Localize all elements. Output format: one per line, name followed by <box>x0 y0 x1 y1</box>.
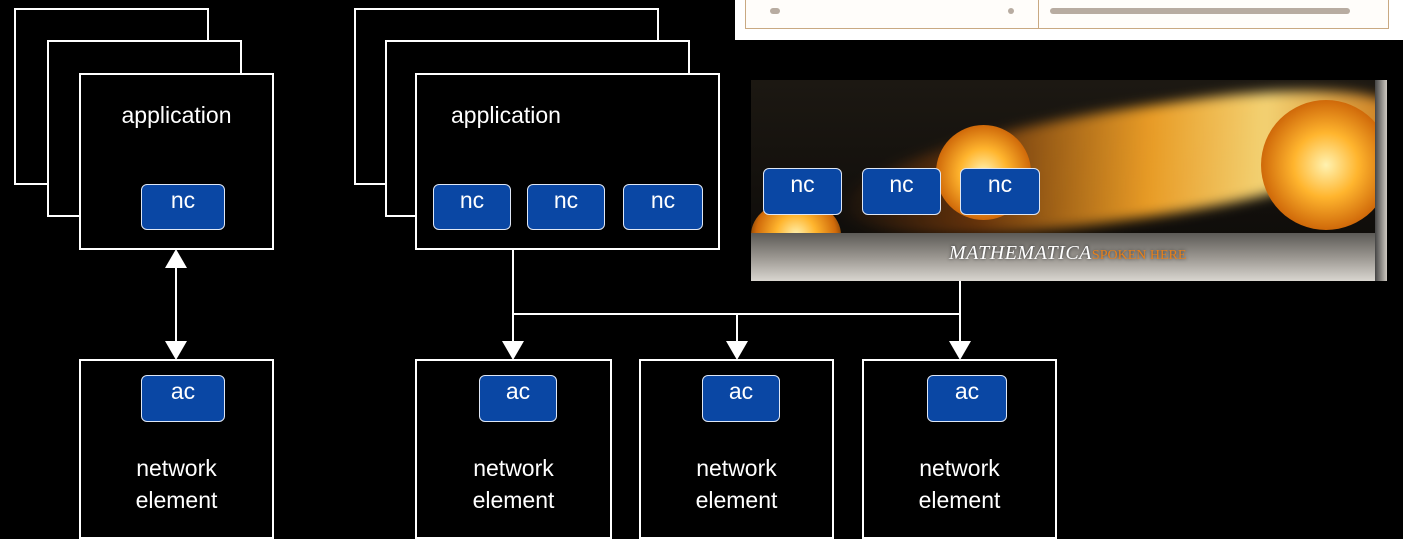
element-label: element <box>472 487 555 513</box>
blurred-text <box>770 8 780 14</box>
network-element-card: ac network element <box>79 359 274 539</box>
element-label: element <box>695 487 778 513</box>
ac-chip: ac <box>702 375 780 422</box>
ac-chip: ac <box>927 375 1007 422</box>
network-element-card: ac network element <box>415 359 612 539</box>
table-fragment <box>735 0 1403 40</box>
network-label: network <box>696 455 777 481</box>
nc-chip: nc <box>763 168 842 215</box>
application-card: application nc <box>79 73 274 250</box>
nc-chip: nc <box>960 168 1040 215</box>
blurred-text <box>1050 8 1350 14</box>
application-label: application <box>121 102 232 128</box>
network-label: network <box>136 455 217 481</box>
arrow-down-icon <box>726 341 748 360</box>
blurred-text <box>1008 8 1014 14</box>
ac-chip: ac <box>141 375 225 422</box>
table-divider <box>1038 0 1039 28</box>
nc-chip: nc <box>141 184 225 230</box>
network-label: network <box>919 455 1000 481</box>
banner-tagline: MATHEMATICASPOKEN HERE <box>949 242 1186 265</box>
nc-chip: nc <box>527 184 605 230</box>
nc-chip: nc <box>623 184 703 230</box>
table-row <box>745 0 1389 29</box>
banner-edge <box>1375 80 1387 281</box>
arrow-up-icon <box>165 249 187 268</box>
arrow-down-icon <box>949 341 971 360</box>
element-label: element <box>918 487 1001 513</box>
banner-burst <box>1261 100 1387 230</box>
application-card: application nc nc nc <box>415 73 720 250</box>
banner-brand-text: MATHEMATICA <box>949 242 1092 264</box>
banner-band <box>751 233 1387 281</box>
banner-tagline-text: SPOKEN HERE <box>1091 248 1187 263</box>
fanout-bus <box>512 250 960 315</box>
nc-chip: nc <box>433 184 511 230</box>
element-label: element <box>135 487 218 513</box>
arrow-down-icon <box>502 341 524 360</box>
network-label: network <box>473 455 554 481</box>
application-label: application <box>451 102 561 128</box>
nc-chip: nc <box>862 168 941 215</box>
network-element-card: ac network element <box>862 359 1057 539</box>
network-element-card: ac network element <box>639 359 834 539</box>
ac-chip: ac <box>479 375 557 422</box>
arrow-down-icon <box>165 341 187 360</box>
